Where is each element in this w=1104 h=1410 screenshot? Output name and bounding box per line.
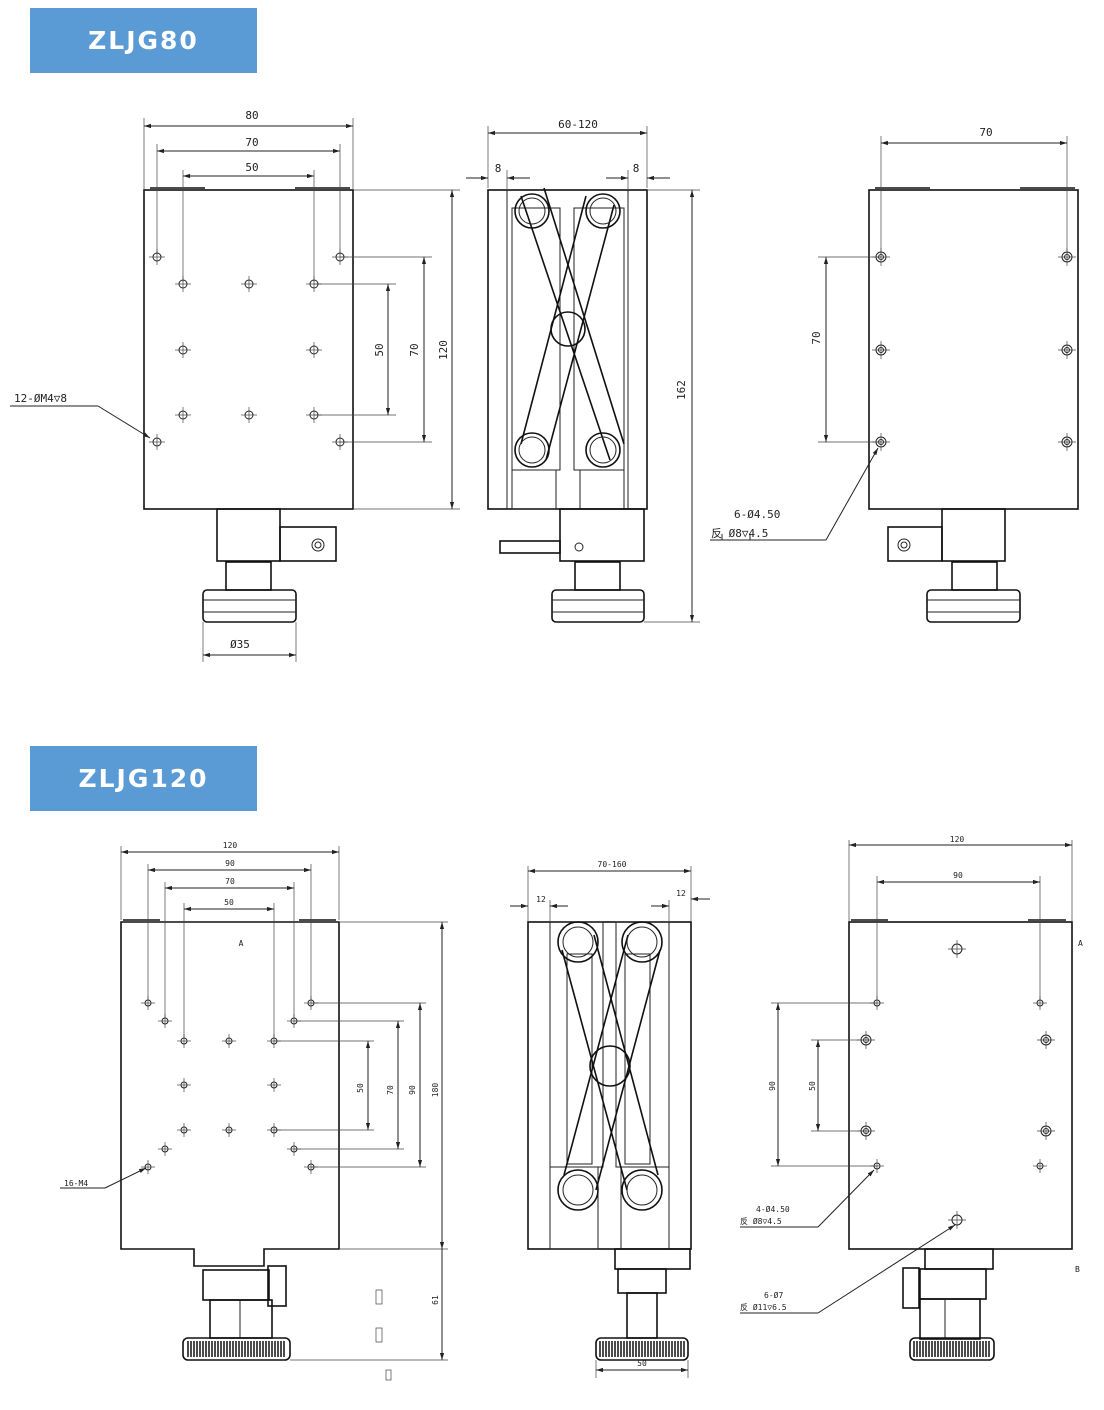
- dim-height-70: 70: [408, 343, 421, 356]
- dim-knob-50: 50: [637, 1359, 647, 1368]
- dim-height-90: 90: [408, 1085, 417, 1095]
- dim-right-height-90: 90: [768, 1081, 777, 1091]
- dim-height-50: 50: [373, 343, 386, 356]
- dim-bottom-61: 61: [431, 1295, 440, 1305]
- dim-120: 120: [223, 841, 238, 850]
- dim-right-width-90: 90: [953, 871, 963, 880]
- dim-diameter-35: Ø35: [230, 638, 250, 651]
- dim-80: 80: [245, 109, 258, 122]
- zljg80-right-view: [710, 136, 1079, 623]
- dim-side-right-12: 12: [676, 889, 686, 898]
- dim-right-width-70: 70: [979, 126, 992, 139]
- dim-height-180: 180: [431, 1083, 440, 1098]
- counterbore-note-2: 反 Ø11▽6.5: [740, 1302, 787, 1312]
- dim-right-height-70: 70: [810, 331, 823, 344]
- dim-height-50: 50: [356, 1083, 365, 1093]
- dim-height-70: 70: [386, 1085, 395, 1095]
- dim-side-left-12: 12: [536, 895, 546, 904]
- dim-height-120: 120: [437, 340, 450, 360]
- dim-travel-70-160: 70-160: [598, 860, 627, 869]
- holes-note-12-m4: 12-ØM4▽8: [14, 392, 67, 405]
- dim-right-width-120: 120: [950, 835, 965, 844]
- model-title-zljg80: ZLJG80: [30, 8, 257, 73]
- dim-70: 70: [225, 877, 235, 886]
- hole-note-4-4-50: 4-Ø4.50: [756, 1204, 790, 1214]
- zljg80-front-view: [10, 118, 460, 662]
- zljg120-right-view: [740, 840, 1073, 1361]
- counterbore-note-1: 反 Ø8▽4.5: [740, 1216, 782, 1226]
- model-title-zljg120: ZLJG120: [30, 746, 257, 811]
- through-hole-note: 6-Ø4.50: [734, 508, 780, 521]
- mark-b: B: [1075, 1265, 1080, 1274]
- dim-50: 50: [224, 898, 234, 907]
- zljg80-side-view: [466, 126, 700, 623]
- dim-50: 50: [245, 161, 258, 174]
- dim-side-left-8: 8: [495, 162, 502, 175]
- counterbore-note: 反 Ø8▽4.5: [711, 527, 768, 540]
- hole-note-6-7: 6-Ø7: [764, 1290, 783, 1300]
- dim-70: 70: [245, 136, 258, 149]
- dim-90: 90: [225, 859, 235, 868]
- dim-side-right-8: 8: [633, 162, 640, 175]
- zljg120-side-view: [510, 866, 710, 1378]
- holes-note-16-m4: 16-M4: [64, 1179, 88, 1188]
- mark-a-left: A: [239, 939, 244, 948]
- dim-total-height-162: 162: [675, 380, 688, 400]
- zljg120-front-view: [60, 846, 448, 1381]
- mark-a-right: A: [1078, 939, 1083, 948]
- dim-travel-60-120: 60-120: [558, 118, 598, 131]
- dim-right-height-50: 50: [808, 1081, 817, 1091]
